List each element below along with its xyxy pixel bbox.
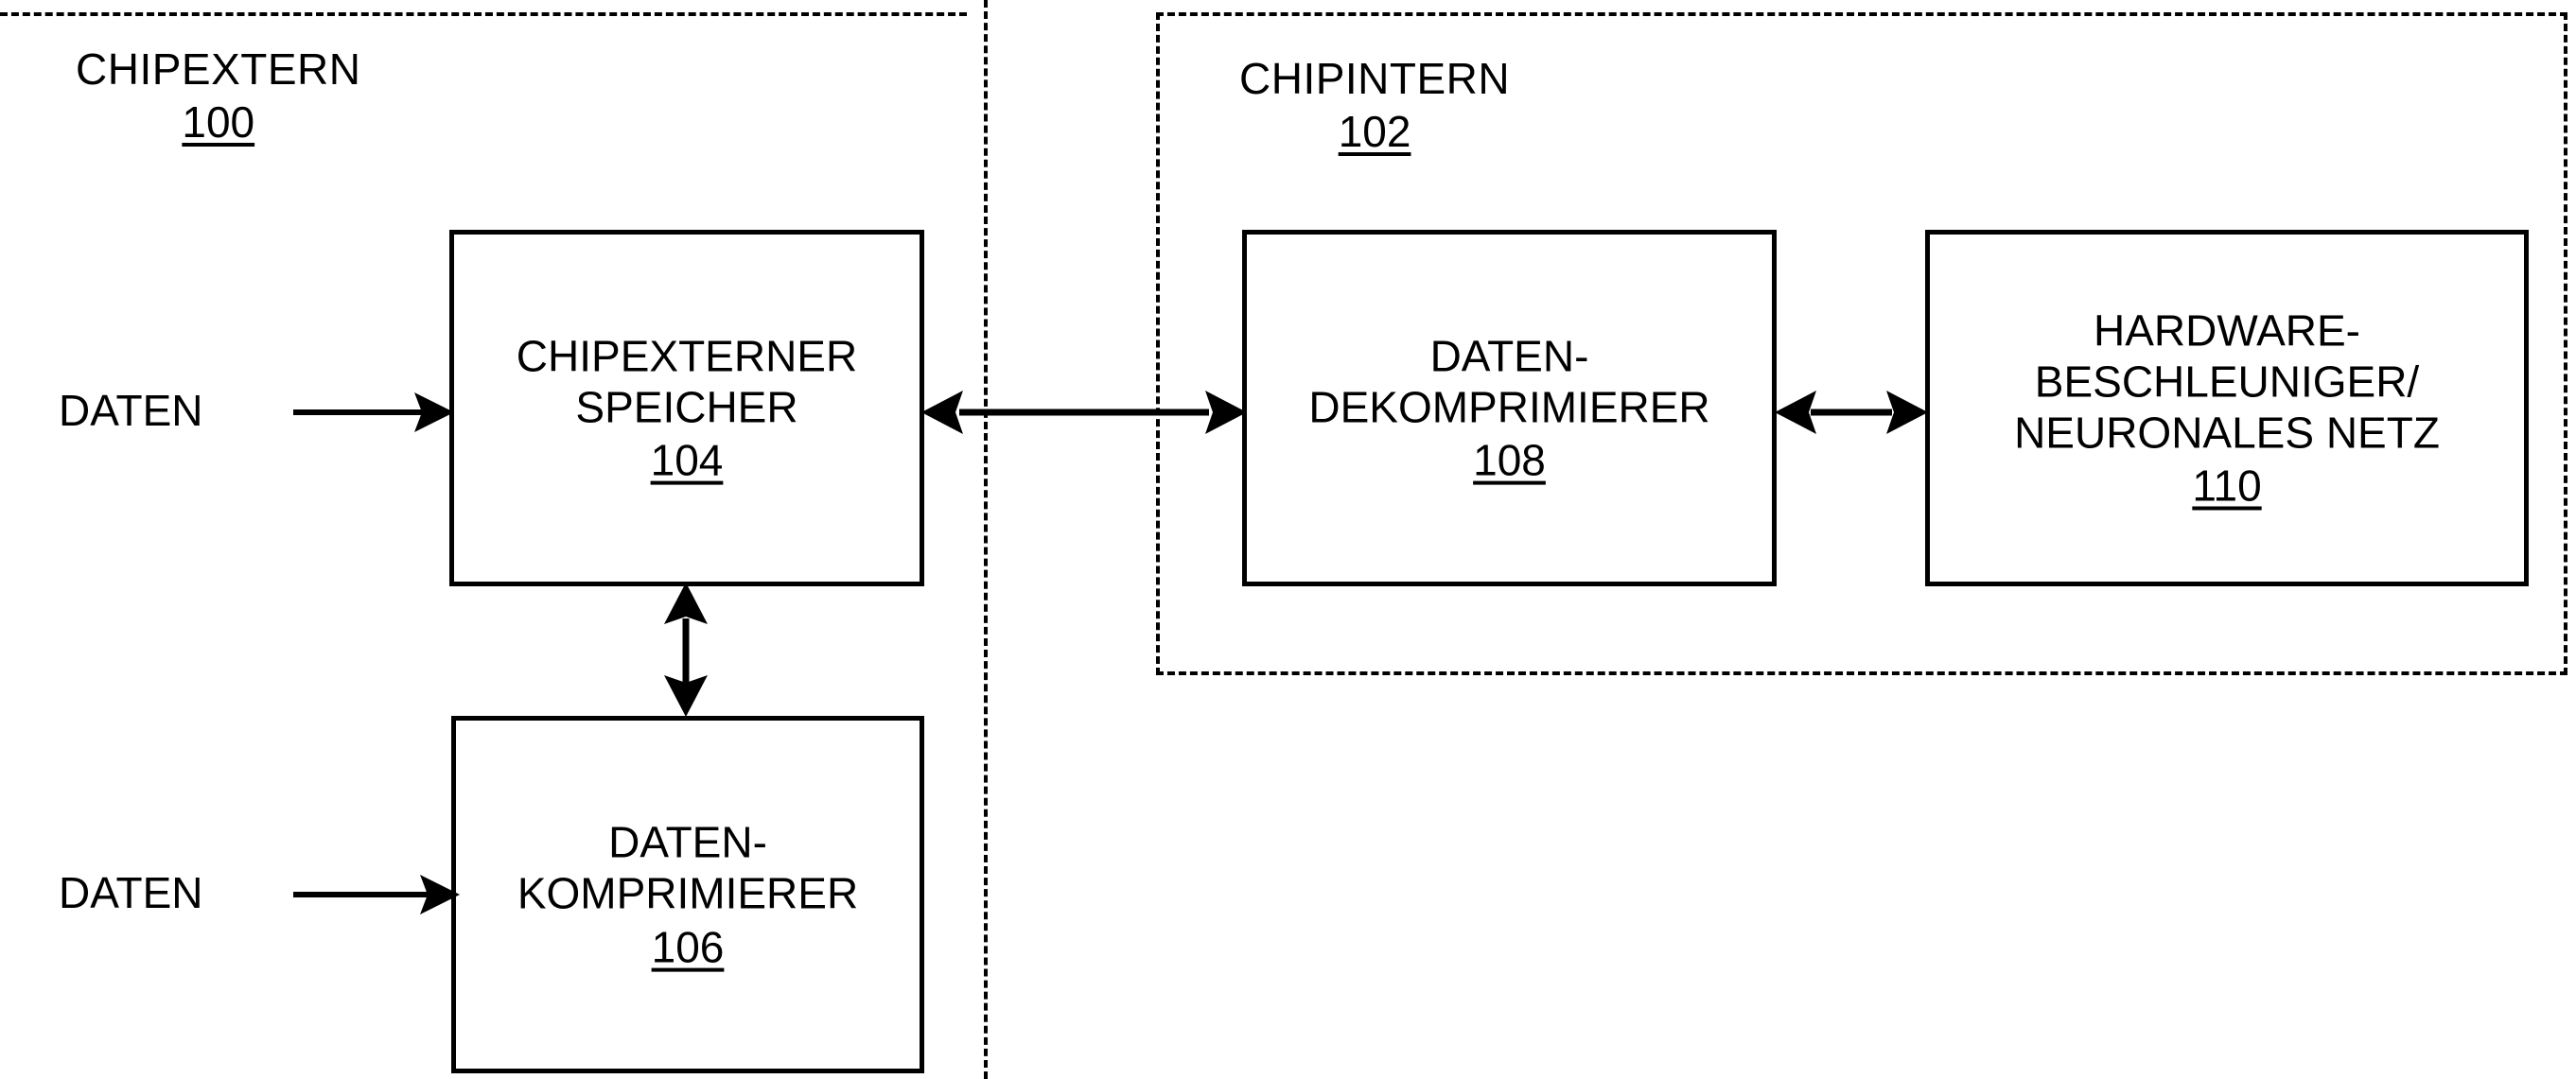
region-title-chipextern: CHIPEXTERN: [76, 44, 361, 94]
box-hardware-beschleuniger-neuronales-netz[interactable]: HARDWARE- BESCHLEUNIGER/ NEURONALES NETZ…: [1925, 230, 2529, 586]
box-daten-dekomprimierer[interactable]: DATEN- DEKOMPRIMIERER 108: [1242, 230, 1777, 586]
box-106-line2: KOMPRIMIERER: [517, 868, 859, 918]
box-110-line1: HARDWARE-: [2094, 305, 2360, 355]
box-104-line2: SPEICHER: [575, 382, 798, 432]
chipintern-region-left-border: [1156, 12, 1160, 675]
region-label-chipextern: CHIPEXTERN 100: [76, 44, 361, 147]
region-number-chipintern: 102: [1338, 106, 1411, 156]
chipintern-region-right-border: [2564, 12, 2567, 675]
chipextern-region-right-border: [984, 0, 988, 1079]
box-108-line2: DEKOMPRIMIERER: [1308, 382, 1710, 432]
box-104-line1: CHIPEXTERNER: [516, 331, 858, 381]
region-label-chipintern: CHIPINTERN 102: [1239, 54, 1511, 156]
chipintern-region-bottom-border: [1156, 671, 2567, 675]
box-110-line3: NEURONALES NETZ: [2014, 408, 2440, 458]
arrow-speicher-to-komprimierer: [657, 581, 714, 719]
arrow-dekomprimierer-to-hardware: [1773, 384, 1930, 441]
box-110-number: 110: [2192, 461, 2262, 511]
arrow-daten-to-speicher: [293, 384, 456, 441]
region-title-chipintern: CHIPINTERN: [1239, 54, 1511, 103]
box-hardware-beschleuniger-text: HARDWARE- BESCHLEUNIGER/ NEURONALES NETZ…: [2014, 305, 2440, 512]
box-daten-dekomprimierer-text: DATEN- DEKOMPRIMIERER 108: [1308, 330, 1709, 486]
chipintern-region-top-border: [1156, 12, 2567, 16]
flow-label-daten-top: DATEN: [59, 386, 203, 435]
chipextern-region-top-border: [0, 12, 967, 16]
box-104-number: 104: [650, 435, 724, 485]
box-110-line2: BESCHLEUNIGER/: [2034, 357, 2420, 407]
box-108-line1: DATEN-: [1429, 331, 1589, 381]
arrow-daten-to-komprimierer: [293, 866, 464, 923]
box-106-line1: DATEN-: [608, 817, 767, 867]
region-number-chipextern: 100: [182, 96, 255, 147]
box-106-number: 106: [651, 922, 725, 972]
box-chipexterner-speicher-text: CHIPEXTERNER SPEICHER 104: [517, 330, 857, 486]
flow-label-daten-bottom: DATEN: [59, 868, 203, 917]
box-108-number: 108: [1473, 435, 1546, 485]
box-daten-komprimierer-text: DATEN- KOMPRIMIERER 106: [517, 817, 858, 973]
box-daten-komprimierer[interactable]: DATEN- KOMPRIMIERER 106: [451, 716, 924, 1073]
arrow-speicher-to-dekomprimierer: [920, 384, 1249, 441]
box-chipexterner-speicher[interactable]: CHIPEXTERNER SPEICHER 104: [449, 230, 924, 586]
